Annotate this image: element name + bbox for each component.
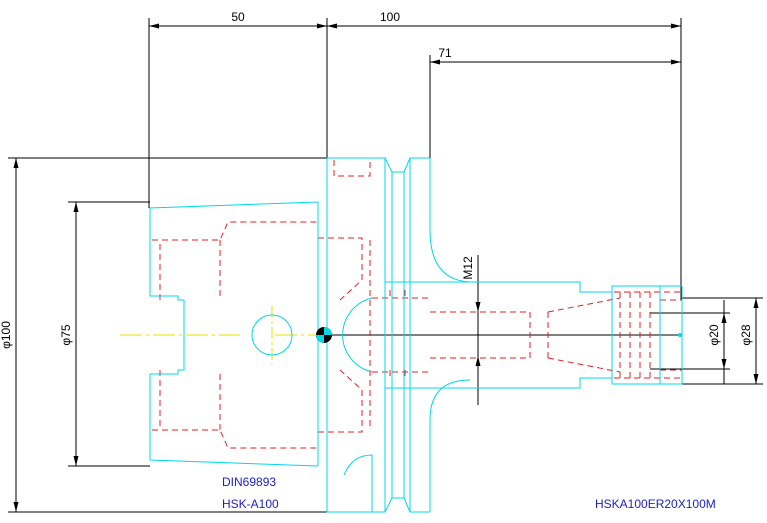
datum-node <box>316 327 332 343</box>
dim-dia28-label: φ28 <box>739 324 753 345</box>
dim-100-label: 100 <box>380 10 400 24</box>
dim-m12-label: M12 <box>461 256 475 280</box>
interface-note: HSK-A100 <box>222 497 279 511</box>
dimension-lines <box>8 18 763 513</box>
dim-71-label: 71 <box>438 46 452 60</box>
collet-tip-dot <box>678 333 682 337</box>
dim-dia75-label: φ75 <box>59 324 73 345</box>
dimension-arrows <box>13 23 759 512</box>
dim-dia20-label: φ20 <box>707 324 721 345</box>
dim-50-label: 50 <box>231 10 245 24</box>
standard-note: DIN69893 <box>222 475 276 489</box>
hidden-lines <box>152 160 682 449</box>
dim-dia100-label: φ100 <box>0 321 13 349</box>
part-number-note: HSKA100ER20X100M <box>595 497 716 511</box>
centerline <box>120 306 318 364</box>
